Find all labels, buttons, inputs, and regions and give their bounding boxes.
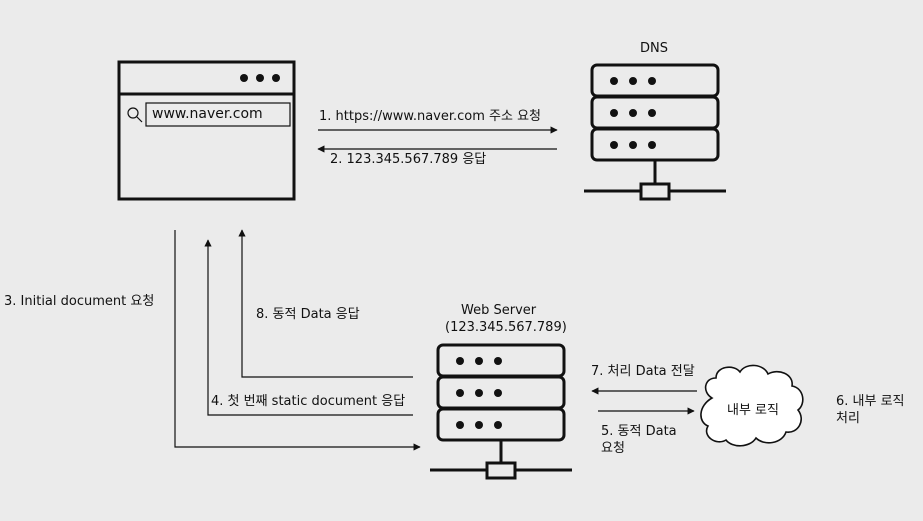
window-dots-icon	[240, 74, 280, 82]
step-7-label: 7. 처리 Data 전달	[591, 364, 695, 379]
address-bar-url: www.naver.com	[152, 106, 263, 122]
dns-server-icon	[584, 63, 726, 201]
step-4-label: 4. 첫 번째 static document 응답	[211, 394, 406, 409]
web-server-icon	[430, 343, 572, 480]
address-bar[interactable]	[145, 102, 291, 127]
step-1-label: 1. https://www.naver.com 주소 요청	[319, 109, 542, 124]
web-server-title: Web Server	[461, 303, 537, 318]
step-6-label-line2: 처리	[836, 411, 860, 426]
step-5-label-line1: 5. 동적 Data	[601, 424, 677, 439]
search-icon	[127, 107, 143, 123]
step-3-label: 3. Initial document 요청	[4, 294, 155, 309]
cloud-label: 내부 로직	[727, 403, 779, 418]
step-6-label-line1: 6. 내부 로직	[836, 394, 905, 409]
cloud-icon	[700, 364, 804, 447]
browser-window	[117, 60, 296, 201]
step-5-label-line2: 요청	[601, 441, 625, 456]
step-2-label: 2. 123.345.567.789 응답	[330, 152, 487, 167]
step-8-label: 8. 동적 Data 응답	[256, 307, 360, 322]
web-server-ip: (123.345.567.789)	[445, 320, 567, 335]
arrow-step-8	[238, 229, 413, 378]
dns-title: DNS	[640, 41, 668, 56]
arrow-step-4	[204, 239, 413, 416]
arrow-step-3	[174, 230, 421, 451]
